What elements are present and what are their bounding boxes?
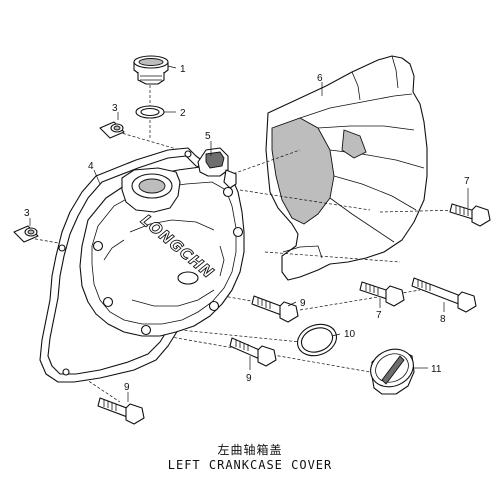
- title-chinese: 左曲轴箱盖: [217, 443, 283, 457]
- callout-3-lower: 3: [24, 208, 30, 219]
- part-9-bolt-middle: [229, 337, 277, 367]
- callout-4: 4: [88, 161, 94, 172]
- leader-lines: [29, 65, 469, 402]
- title-english: LEFT CRANKCASE COVER: [167, 458, 333, 472]
- callout-9-middle: 9: [246, 373, 252, 384]
- part-9-bolt-lower: [97, 397, 145, 425]
- part-3-dowel-pin-upper: [99, 121, 125, 139]
- part-8-long-bolt: [411, 277, 477, 313]
- callout-labels: 1 2 3 3 4 5 6 7 7 8 9 9 9 10 11: [24, 64, 470, 393]
- callout-2: 2: [180, 108, 186, 119]
- callout-3-upper: 3: [112, 103, 118, 114]
- callout-10: 10: [344, 329, 356, 340]
- part-1-filler-plug: [133, 55, 169, 85]
- callout-6: 6: [317, 73, 323, 84]
- part-7-bolt-upper: [449, 203, 491, 227]
- part-11-cap-plug: [370, 348, 415, 395]
- part-7-bolt-lower: [359, 281, 405, 307]
- part-5-crankcase-cover: LONGCHN: [79, 147, 245, 337]
- callout-8: 8: [440, 314, 446, 325]
- callout-5: 5: [205, 131, 211, 142]
- callout-7-upper: 7: [464, 176, 470, 187]
- part-2-o-ring: [135, 105, 165, 119]
- part-9-bolt-upper: [251, 295, 299, 323]
- callout-11: 11: [431, 364, 442, 375]
- callout-7-lower: 7: [376, 310, 382, 321]
- callout-9-upper: 9: [300, 298, 306, 309]
- part-6-outer-shroud: [265, 55, 428, 281]
- part-10-o-ring-large: [296, 323, 338, 357]
- callout-9-lower: 9: [124, 382, 130, 393]
- part-3-dowel-pin-lower: [13, 225, 39, 243]
- callout-1: 1: [180, 64, 186, 75]
